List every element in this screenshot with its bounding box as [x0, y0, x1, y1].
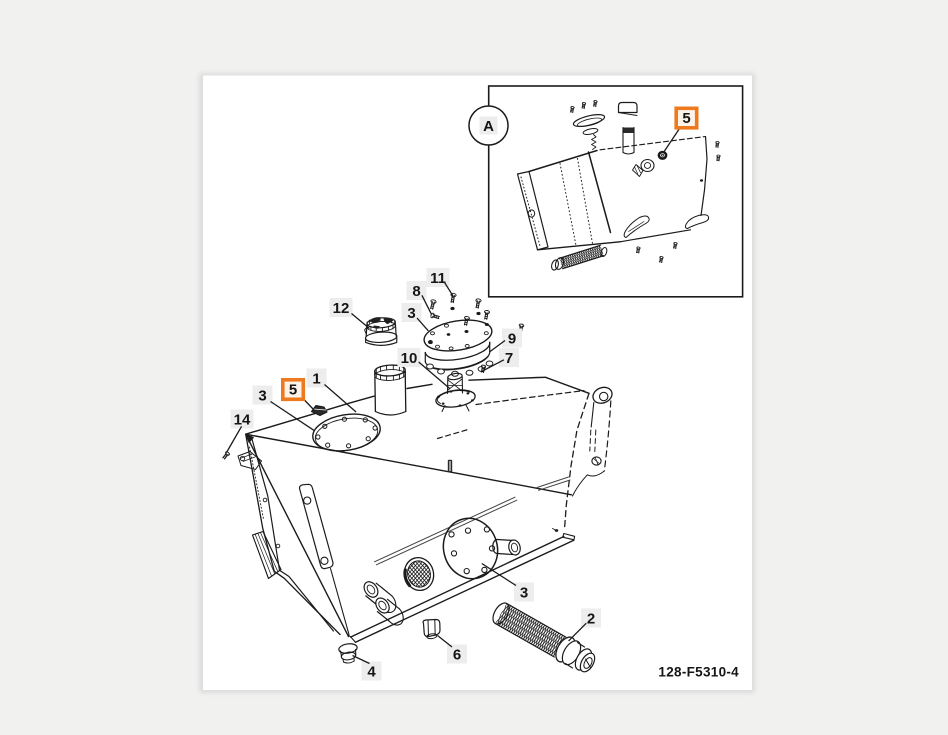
svg-text:2: 2 [587, 611, 595, 628]
svg-text:3: 3 [520, 585, 528, 602]
svg-text:14: 14 [234, 412, 251, 429]
svg-text:6: 6 [453, 647, 461, 664]
svg-text:1: 1 [312, 371, 320, 388]
svg-text:10: 10 [401, 350, 418, 367]
svg-text:128-F5310-4: 128-F5310-4 [658, 665, 739, 680]
svg-text:A: A [483, 118, 494, 135]
svg-text:8: 8 [412, 283, 420, 300]
svg-text:3: 3 [258, 388, 266, 405]
svg-text:9: 9 [508, 331, 516, 348]
svg-text:5: 5 [682, 110, 690, 127]
svg-text:12: 12 [333, 300, 350, 317]
svg-text:4: 4 [367, 664, 376, 681]
svg-text:5: 5 [289, 382, 297, 399]
svg-text:3: 3 [407, 305, 415, 322]
svg-text:7: 7 [505, 350, 513, 367]
svg-text:11: 11 [430, 270, 446, 287]
